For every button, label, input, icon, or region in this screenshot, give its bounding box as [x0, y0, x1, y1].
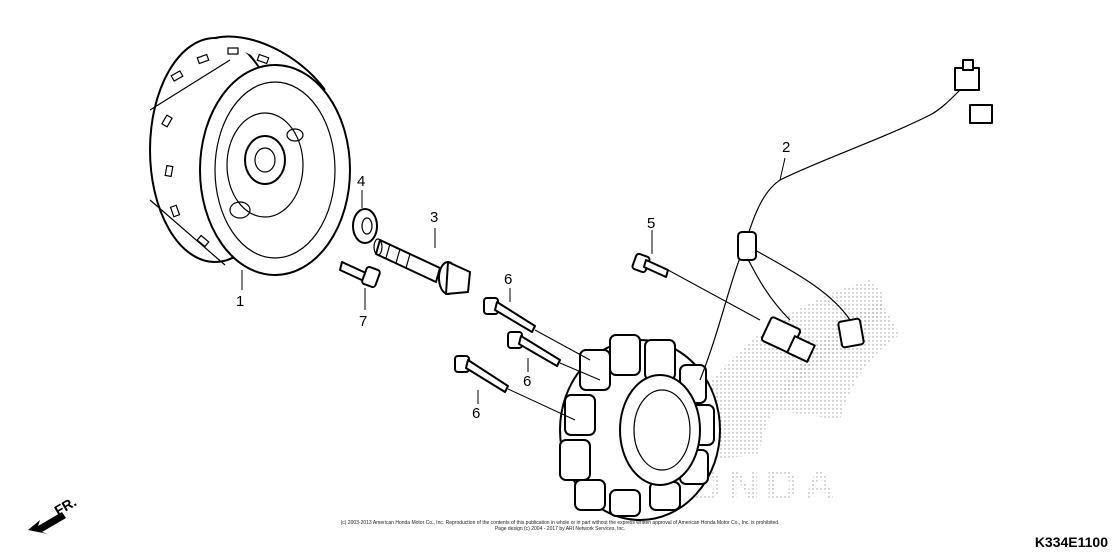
- diagram-code: K334E1100: [1034, 534, 1108, 550]
- callout-6-upper: 6: [504, 271, 512, 288]
- front-label: FR.: [52, 493, 80, 518]
- stator-part[interactable]: [559, 334, 721, 521]
- copyright-notice: (c) 2003-2013 American Honda Motor Co., …: [300, 520, 820, 532]
- callout-1: 1: [236, 293, 244, 310]
- copyright-line-1: (c) 2003-2013 American Honda Motor Co., …: [340, 520, 780, 526]
- long-bolt-lower[interactable]: [454, 355, 509, 393]
- callout-7: 7: [359, 313, 367, 330]
- screw-7-part[interactable]: [339, 261, 381, 289]
- callout-3: 3: [430, 209, 438, 226]
- long-bolt-upper[interactable]: [483, 297, 536, 333]
- screw-5-part[interactable]: [631, 252, 669, 278]
- callout-6-lower: 6: [472, 405, 480, 422]
- callout-4: 4: [357, 173, 365, 190]
- leader-lines: [241, 157, 786, 421]
- flange-bolt-part[interactable]: [373, 238, 471, 295]
- long-bolt-middle[interactable]: [507, 331, 561, 367]
- front-arrow-icon: FR.: [28, 493, 79, 534]
- copyright-line-2: Page design (c) 2004 - 2017 by ARI Netwo…: [494, 526, 626, 532]
- washer-part[interactable]: [352, 208, 378, 244]
- callout-6-middle: 6: [523, 373, 531, 390]
- callout-5: 5: [647, 215, 655, 232]
- callout-2: 2: [782, 139, 790, 156]
- flywheel-part[interactable]: [149, 35, 351, 276]
- wire-harness-part[interactable]: [699, 59, 993, 381]
